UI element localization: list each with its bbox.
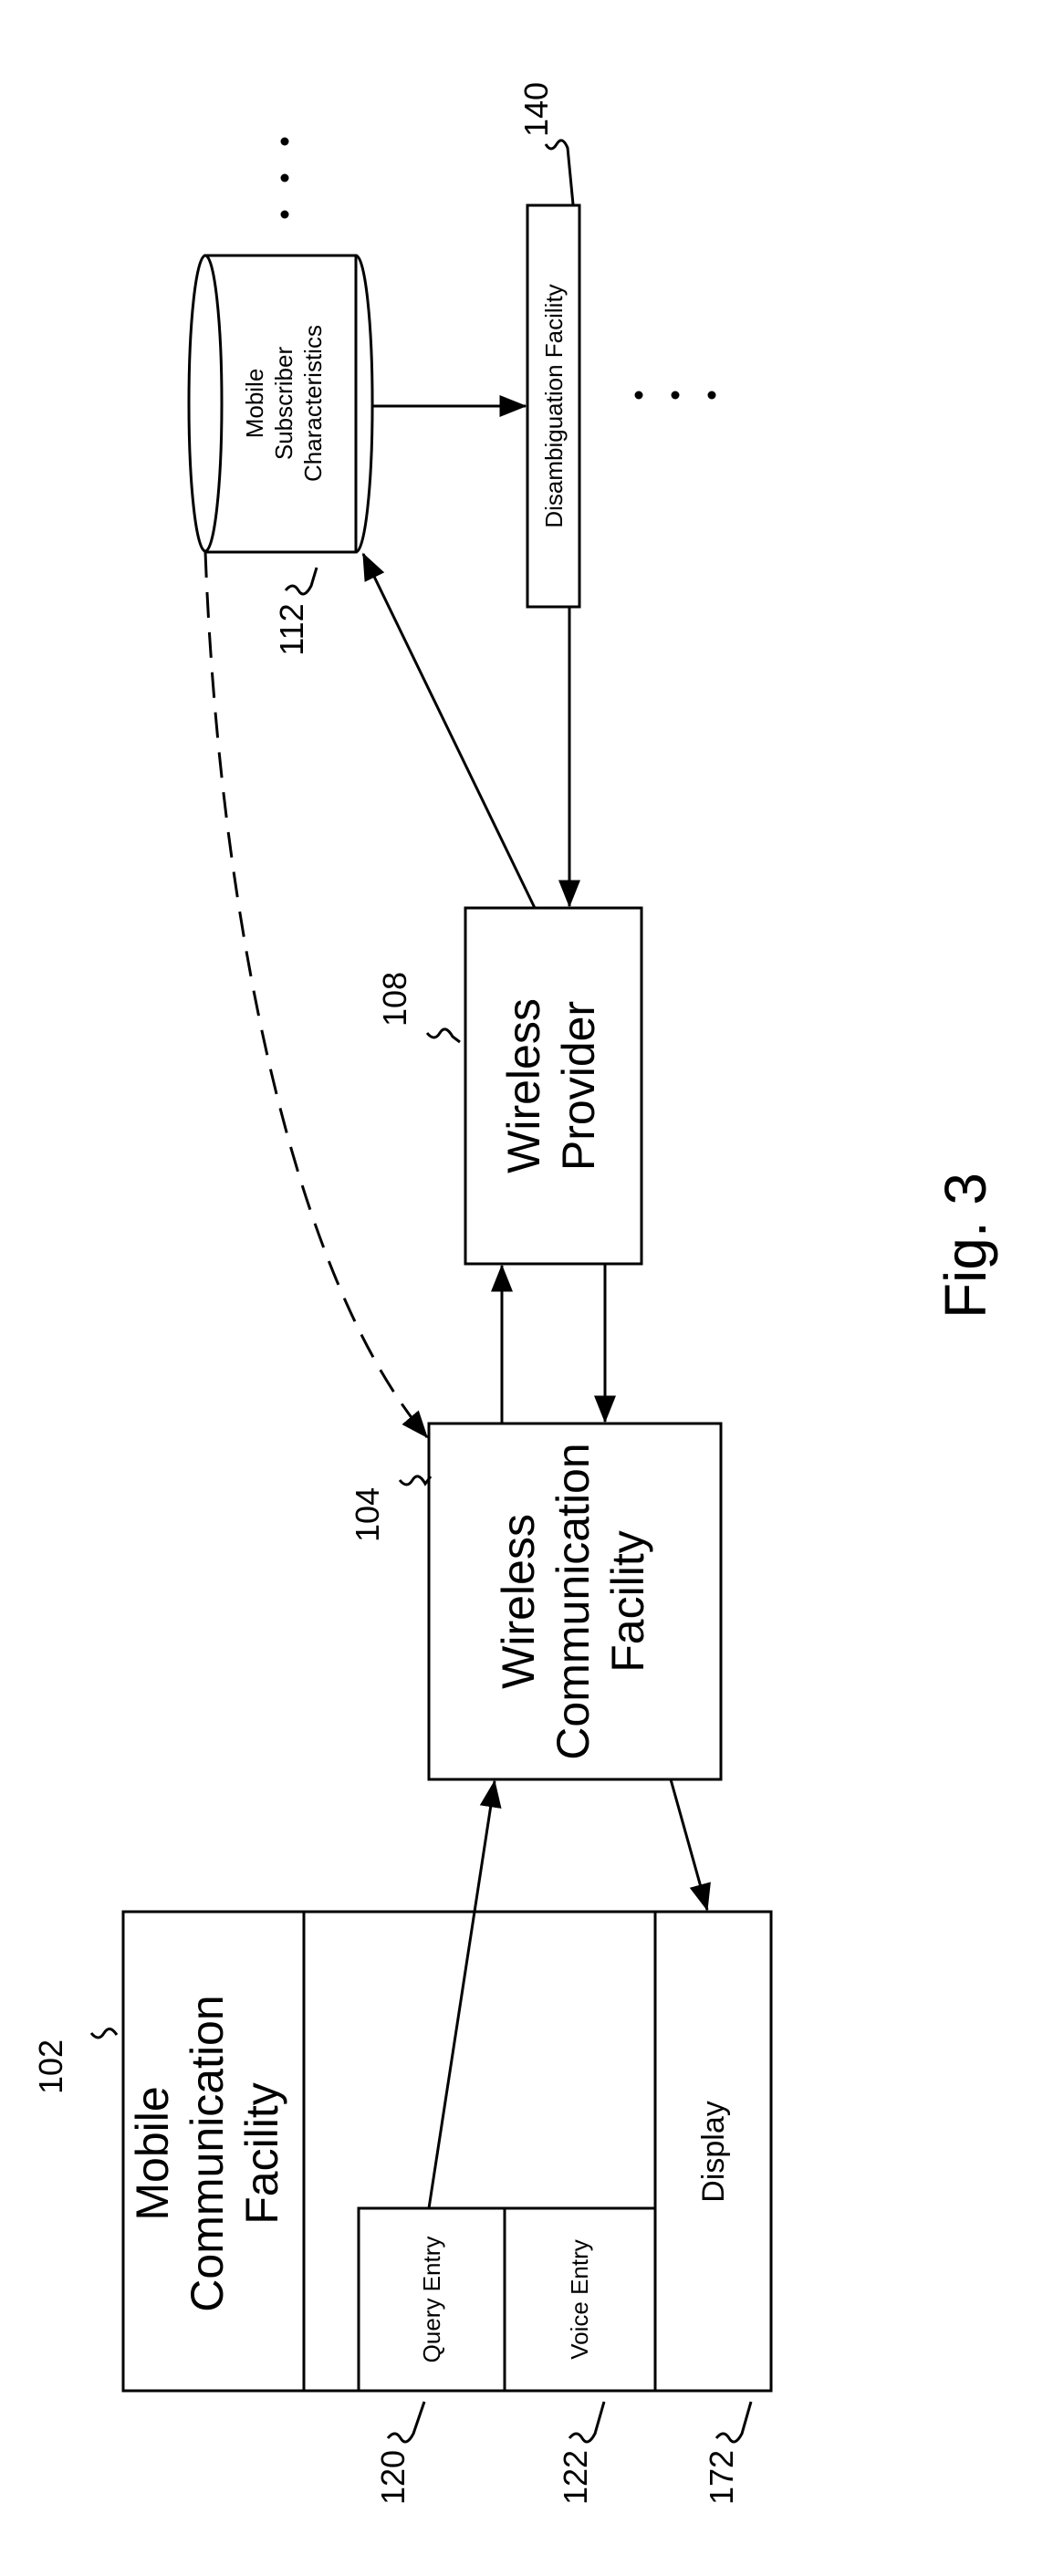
edge-provider-to-subscriber-db bbox=[363, 554, 535, 908]
ref-102-leader bbox=[91, 2028, 117, 2038]
display-label: Display bbox=[696, 2101, 731, 2202]
ref-122: 122 bbox=[557, 2450, 594, 2505]
msc-label-line3: Characteristics bbox=[299, 325, 327, 482]
ref-172-leader bbox=[716, 2402, 751, 2442]
ref-102: 102 bbox=[32, 2039, 69, 2094]
mobile-subscriber-characteristics-group: Mobile Subscriber Characteristics 112 bbox=[189, 256, 372, 656]
wireless-provider-group: Wireless Provider 108 bbox=[376, 908, 642, 1264]
ref-108: 108 bbox=[376, 972, 413, 1027]
mobile-communication-facility-group: Mobile Communication Facility Query Entr… bbox=[32, 1912, 771, 2505]
voice-entry-label: Voice Entry bbox=[566, 2239, 593, 2360]
ref-112: 112 bbox=[273, 603, 310, 655]
ref-104-leader bbox=[400, 1476, 431, 1485]
ref-112-leader bbox=[286, 568, 317, 594]
ref-120: 120 bbox=[374, 2450, 412, 2505]
edge-wcf-to-display bbox=[671, 1779, 707, 1910]
disambiguation-facility-label: Disambiguation Facility bbox=[540, 284, 568, 527]
subscriber-db-cylinder-back bbox=[356, 256, 372, 552]
wcf-title-line3: Facility bbox=[602, 1530, 653, 1673]
ref-122-leader bbox=[569, 2402, 604, 2442]
wp-title-line2: Provider bbox=[553, 1001, 604, 1171]
wp-title-line1: Wireless bbox=[498, 998, 549, 1173]
ref-104: 104 bbox=[349, 1487, 386, 1542]
ref-140: 140 bbox=[517, 82, 555, 137]
wcf-title-line2: Communication bbox=[548, 1443, 599, 1759]
ref-120-leader bbox=[388, 2402, 424, 2442]
ellipsis-right bbox=[635, 391, 716, 400]
mcf-title-line1: Mobile bbox=[127, 2086, 178, 2220]
query-entry-label: Query Entry bbox=[418, 2237, 445, 2363]
msc-label-line1: Mobile bbox=[241, 369, 268, 439]
ellipsis-top bbox=[281, 138, 289, 219]
wcf-title-line1: Wireless bbox=[493, 1514, 544, 1689]
figure-caption: Fig. 3 bbox=[933, 1173, 998, 1319]
ref-172: 172 bbox=[703, 2450, 740, 2505]
mcf-title-line3: Facility bbox=[236, 2082, 287, 2225]
mcf-title-line2: Communication bbox=[182, 1995, 233, 2311]
ref-108-leader bbox=[427, 1029, 460, 1042]
wireless-communication-facility-group: Wireless Communication Facility 104 bbox=[349, 1424, 721, 1779]
subscriber-db-cylinder-cap bbox=[189, 256, 222, 551]
disambiguation-facility-group: Disambiguation Facility 140 bbox=[517, 82, 579, 607]
ref-140-leader bbox=[546, 141, 573, 204]
msc-label-line2: Subscriber bbox=[270, 347, 297, 461]
